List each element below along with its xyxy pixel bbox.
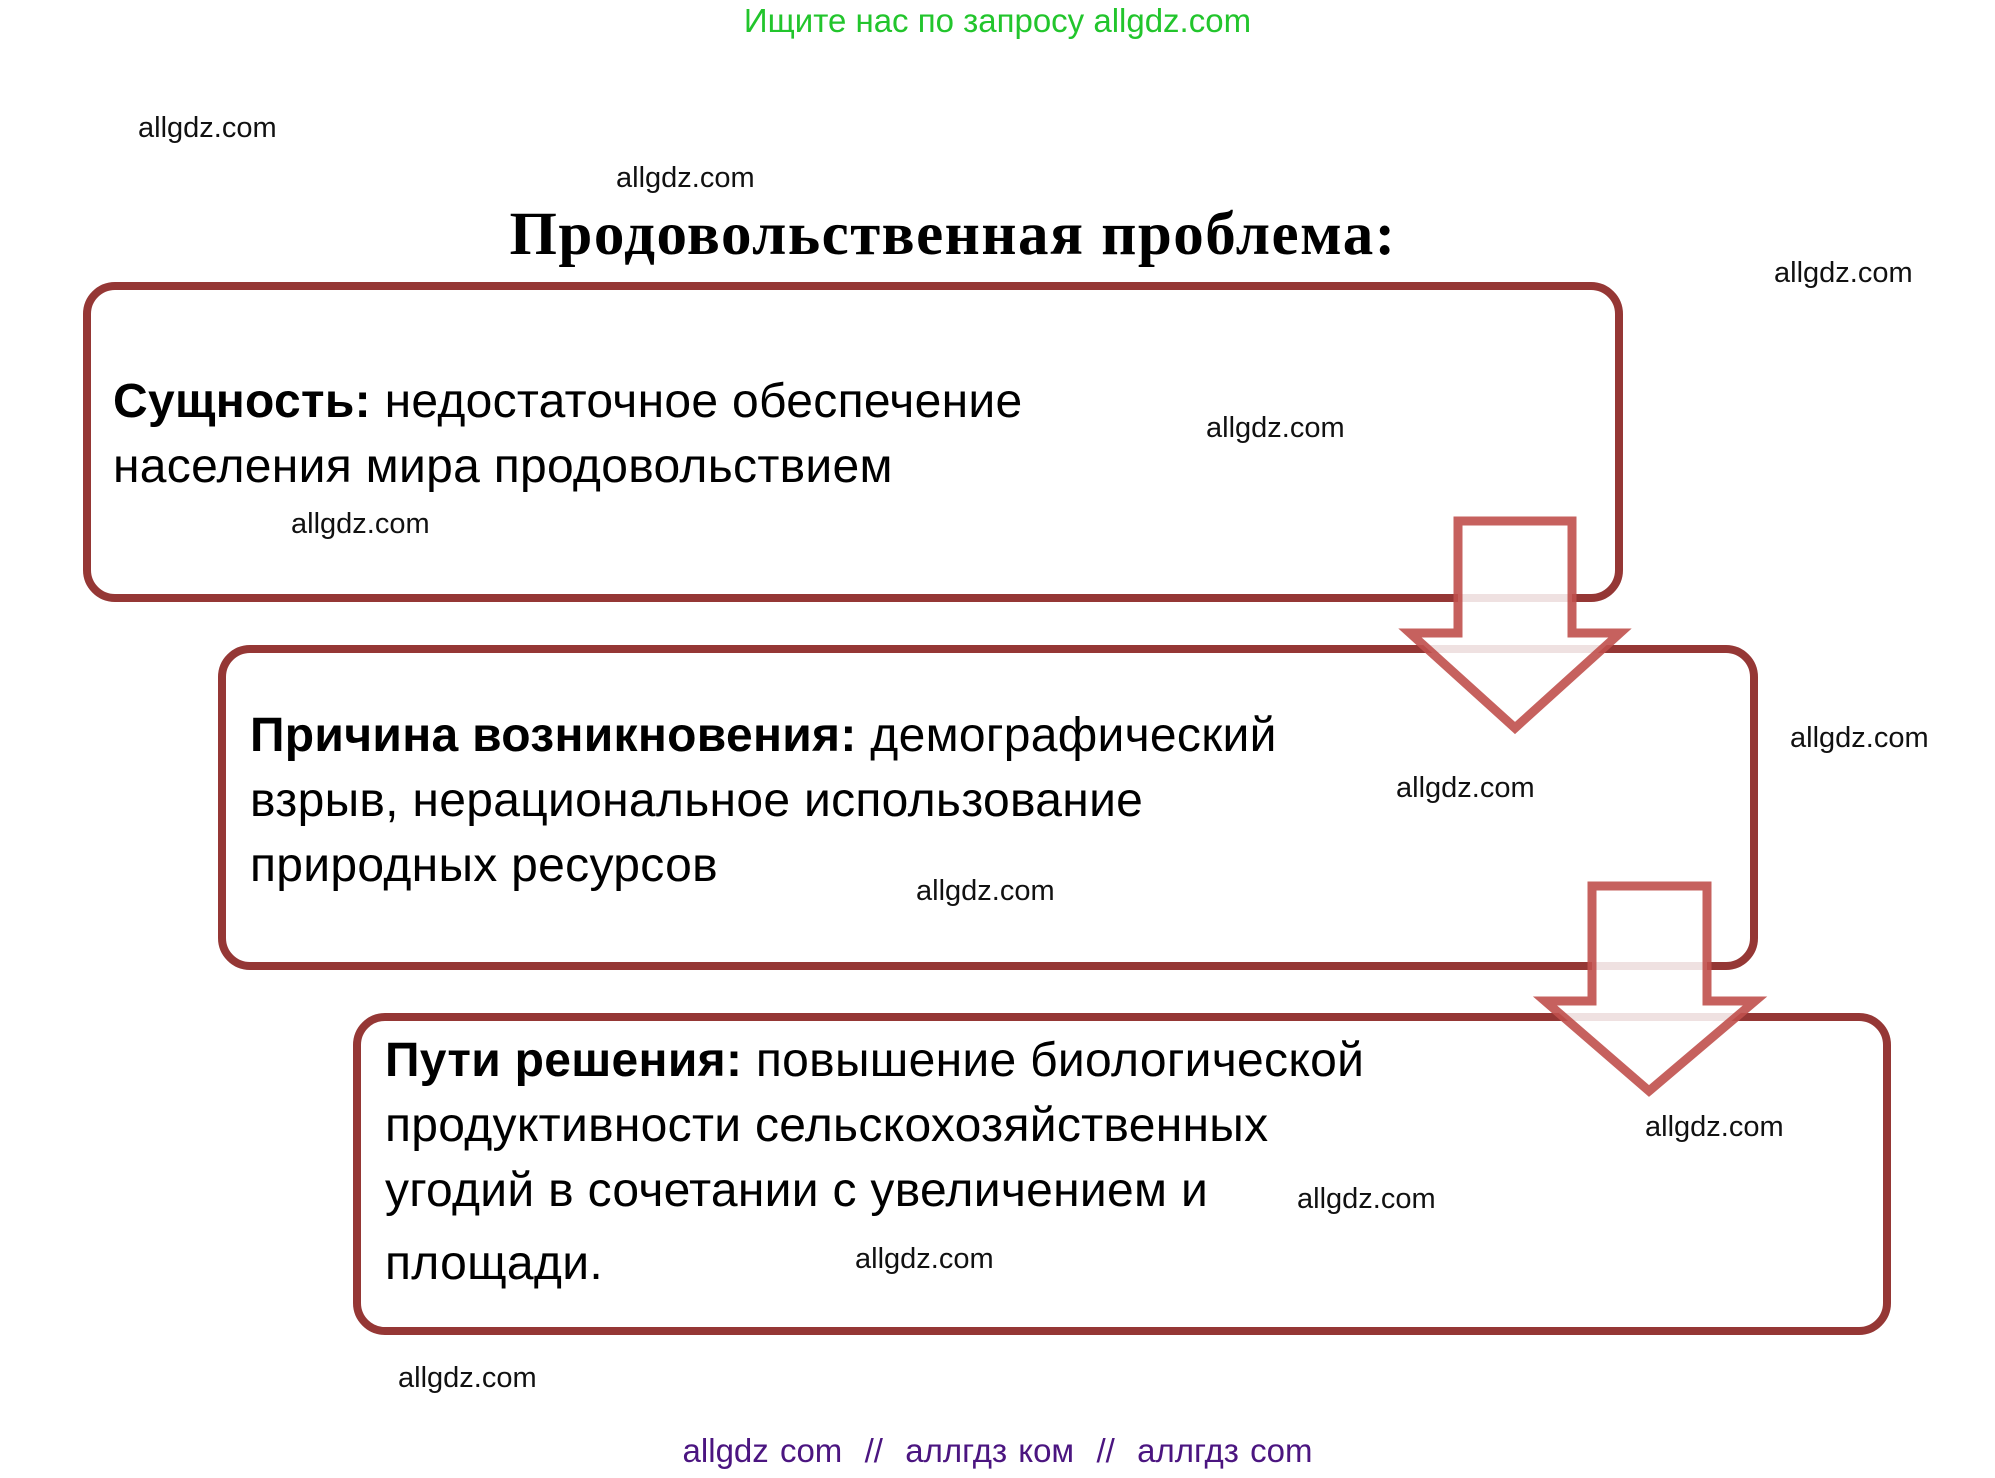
box-essence-line-2: населения мира продовольствием — [113, 440, 893, 493]
watermark: allgdz.com — [916, 875, 1055, 907]
diagram-title: Продовольственная проблема: — [509, 201, 1397, 268]
box-cause-line-1-text: демографический — [856, 709, 1277, 762]
watermark: allgdz.com — [1297, 1183, 1436, 1215]
watermark: allgdz.com — [138, 112, 277, 144]
box-essence — [83, 282, 1623, 602]
box-essence-line-1: Сущность: недостаточное обеспечение — [113, 369, 1313, 434]
watermark: allgdz.com — [1206, 412, 1345, 444]
box-essence-text: Сущность: недостаточное обеспечение насе… — [113, 369, 1313, 499]
box-solutions-text: Пути решения: повышение биологической пр… — [385, 1028, 1585, 1296]
watermark: allgdz.com — [291, 508, 430, 540]
box-cause-text: Причина возникновения: демографический в… — [250, 703, 1450, 898]
box-cause-line-1: Причина возникновения: демографический — [250, 703, 1450, 768]
box-solutions-label: Пути решения: — [385, 1034, 743, 1087]
watermark: allgdz.com — [855, 1243, 994, 1275]
watermark: allgdz.com — [398, 1362, 537, 1394]
watermark: allgdz.com — [1396, 772, 1535, 804]
box-cause-line-2: взрыв, нерациональное использование — [250, 774, 1144, 827]
box-solutions-line-2: продуктивности сельскохозяйственных — [385, 1099, 1269, 1152]
header-promo-link[interactable]: Ищите нас по запросу allgdz.com — [743, 2, 1252, 39]
box-solutions-line-1-text: повышение биологической — [742, 1034, 1365, 1087]
watermark: allgdz.com — [1774, 257, 1913, 289]
box-essence-label: Сущность: — [113, 375, 371, 428]
watermark: allgdz.com — [616, 162, 755, 194]
watermark: allgdz.com — [1645, 1111, 1784, 1143]
box-cause-label: Причина возникновения: — [250, 709, 857, 762]
box-solutions-line-3: угодий в сочетании с увеличением и — [385, 1164, 1209, 1217]
watermark: allgdz.com — [1790, 722, 1929, 754]
box-solutions-line-4: площади. — [385, 1237, 603, 1290]
box-solutions-line-1: Пути решения: повышение биологической — [385, 1028, 1585, 1093]
footer-promo-link[interactable]: allgdz com // аллгдз ком // аллгдз com — [682, 1432, 1313, 1469]
box-cause-line-3: природных ресурсов — [250, 839, 718, 892]
box-essence-line-1-text: недостаточное обеспечение — [370, 375, 1023, 428]
